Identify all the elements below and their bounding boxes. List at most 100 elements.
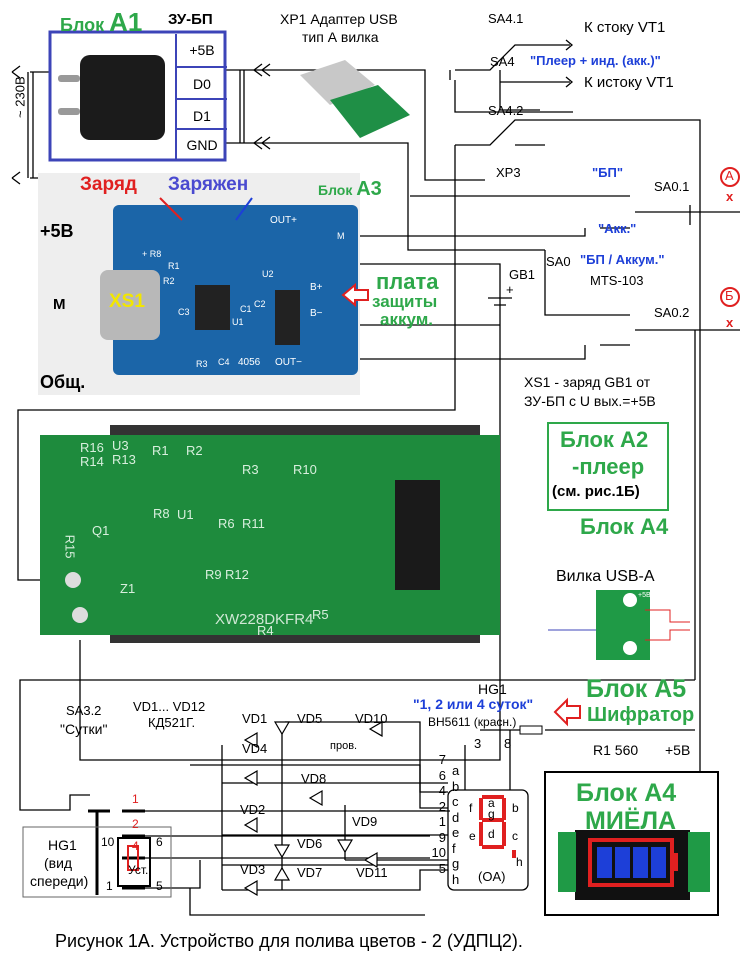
pcb-label-r11: R11 [242,516,265,531]
vd6-label: VD6 [297,836,323,851]
pcb-label-r1: R1 [152,443,169,458]
segment-letter: d [452,809,460,825]
a3-label-r2: R2 [163,276,175,286]
hg1-label: HG1 [478,681,507,697]
a3-label-c1: C1 [240,304,252,314]
r1-supply: +5В [665,742,691,758]
mains-label: ~ 230В [12,76,28,118]
vd5-label: VD5 [297,711,323,726]
pcb-label-q1: Q1 [92,523,110,538]
usb-a-title: Вилка USB-A [556,568,655,585]
pcb-label-r3: R3 [242,462,259,477]
vd8-label: VD8 [301,771,327,786]
pin-number: 6 [438,767,446,783]
seg-f: f [469,801,473,815]
charged-led-label: Заряжен [168,174,249,195]
block-a4-label: Блок A4 [580,514,669,539]
a3-label-c2: C2 [254,299,266,309]
pcb-label-r10: R10 [293,462,317,477]
sa02-label: SA0.2 [654,305,690,320]
vd1-label: VD1 [242,711,268,726]
pin-gnd: GND [175,128,227,160]
gb1-label: GB1 [509,267,536,282]
usb-adapter-image [300,60,410,138]
sa0-mode: "БП / Аккум." [580,252,665,267]
pcb-label-z1: Z1 [120,581,136,596]
hg1-front-pin6: 6 [156,835,163,849]
segment-letter: e [452,825,460,840]
protection-line1: плата [376,269,439,294]
segment-letter: b [452,778,460,794]
sa32-position-set: Уст. [128,863,149,877]
block-a1-title: Блок A1 [60,7,143,37]
pin-plus5v: +5В [175,34,227,66]
pcb-label-r15: R15 [62,534,78,559]
pcb-label-r13: R13 [112,452,136,467]
a3-label-u2: U2 [262,269,274,279]
pin-8: 8 [504,736,512,751]
vd3-label: VD3 [240,862,266,877]
pin-3: 3 [474,736,482,751]
seg-d: d [488,827,495,841]
block-a2-ref: (см. рис.1Б) [552,483,640,500]
bp-label: "БП" [592,165,624,180]
seg-b: b [512,801,519,815]
pin-d0: D0 [175,66,227,100]
a3-label-c3: C3 [178,307,190,317]
motor-icon: M [53,296,66,313]
drain-label: К стоку VT1 [584,19,666,36]
block-a4-mielo-title: Блок A4 [576,779,677,807]
chip-marking: 4056 [238,357,261,368]
vd10-label: VD10 [355,711,388,726]
r1-label: R1 560 [593,742,639,758]
out-plus-label: OUT+ [270,215,297,226]
wire-label: пров. [330,740,358,752]
xs1-note-line1: XS1 - заряд GB1 от [524,374,651,390]
hg1-variants: "1, 2 или 4 суток" [413,696,534,712]
pcb-marking: XW228DKFR4 [215,611,314,628]
sa42-label: SA4.2 [488,103,524,118]
sa0-model: MTS-103 [590,273,644,288]
plus5v-label: +5В [40,221,74,241]
vd2-label: VD2 [240,802,266,817]
pcb-label-r5: R5 [312,607,329,622]
pin-number: 1 [438,814,446,829]
hg1-front-pin1: 1 [106,879,113,893]
cross-b: x [726,315,734,330]
sa0-label: SA0 [546,254,571,269]
hg1-front-line1: HG1 [48,837,77,853]
segment-letter: c [452,794,459,809]
sa01-label: SA0.1 [654,179,690,194]
pcb-label-r8: R8 [153,506,170,521]
xp1-label: XP1 Адаптер USB [280,11,398,27]
a3-label-u1: U1 [232,317,244,327]
sa32-position-1: 1 [132,792,139,806]
mark-b: Б [725,288,734,303]
akk-label: "Акк." [598,221,637,236]
segment-letter: f [452,840,456,856]
xs1-label: XS1 [109,291,145,312]
sa32-position-2: 2 [132,817,139,831]
a3-label-r3: R3 [196,359,208,369]
vd9-label: VD9 [352,814,378,829]
charger-image [58,55,165,140]
usb-c-connector [100,270,160,340]
pin-d1: D1 [175,98,227,132]
pin-number: 4 [438,783,446,798]
sa32-caption: "Сутки" [60,721,108,737]
charge-led-label: Заряд [80,174,137,195]
block-a1-subtitle: ЗУ-БП [168,11,213,28]
pcb-label-r6: R6 [218,516,235,531]
pin-number: 9 [438,829,446,845]
diodes-type: КД521Г. [148,715,196,730]
seg-g: g [488,807,495,821]
segment-letter: g [452,856,460,871]
sa32-position-4: 4 [132,839,139,853]
pcb-label-r2: R2 [186,443,203,458]
pcb-label-r12: R12 [225,567,249,582]
seg-e: e [469,829,476,843]
protection-line2: защиты [372,292,438,311]
